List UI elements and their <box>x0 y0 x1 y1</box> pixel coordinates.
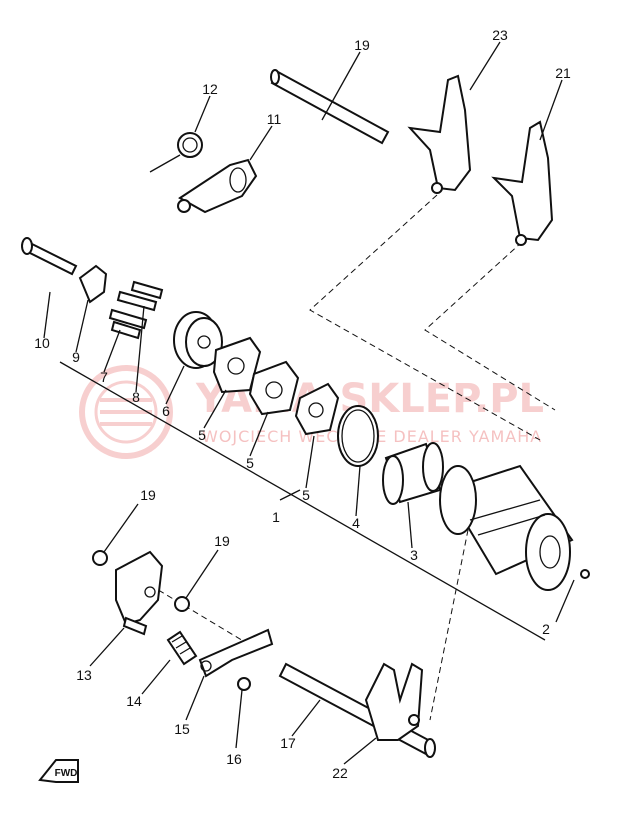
part-14-shift-lever <box>115 550 164 636</box>
part-23-shift-fork <box>407 74 472 194</box>
part-6-plate <box>248 360 300 416</box>
assembly-axis-line <box>59 361 546 641</box>
part-21-shift-fork <box>491 120 554 246</box>
part-9-pins <box>116 280 164 312</box>
part-3-bearing <box>382 442 444 505</box>
part-10-segment <box>78 264 108 304</box>
part-17-circlip <box>237 677 251 691</box>
part-7-drum-segment <box>173 311 223 369</box>
part-22-shift-fork <box>364 662 424 741</box>
part-4-circlip <box>337 405 379 467</box>
callout-22: 22 <box>332 765 348 781</box>
callout-16: 15 <box>174 721 190 737</box>
callout-19-a: 19 <box>140 487 156 503</box>
part-8-pins <box>108 308 148 340</box>
callout-18: 17 <box>280 735 296 751</box>
callout-5-b: 5 <box>302 487 310 503</box>
callout-5-a: 5 <box>198 427 206 443</box>
callout-17: 16 <box>226 751 242 767</box>
callout-11: 10 <box>34 335 50 351</box>
callout-20: 19 <box>354 37 370 53</box>
callout-4: 4 <box>352 515 360 531</box>
callout-13: 12 <box>202 81 218 97</box>
callouts: 19 23 21 12 11 10 9 7 8 6 5 5 5 1 4 3 2 … <box>34 27 571 781</box>
fwd-label: FWD <box>55 768 78 779</box>
part-19-circlip-a <box>92 550 108 566</box>
guide-line-fork-23 <box>309 194 541 441</box>
part-2-pin <box>580 569 590 579</box>
callout-7: 6 <box>162 403 170 419</box>
callout-3: 3 <box>410 547 418 563</box>
callout-8: 7 <box>100 369 108 385</box>
callout-21: 21 <box>555 65 571 81</box>
guide-line-shift-lever <box>149 584 251 646</box>
part-19-circlip-b <box>174 596 190 612</box>
callout-23: 23 <box>492 27 508 43</box>
callout-6: 5 <box>246 455 254 471</box>
part-13-spring <box>149 132 203 173</box>
part-11-bolt <box>21 237 78 276</box>
part-20-guide-bar <box>270 69 390 145</box>
callout-12: 11 <box>267 111 282 127</box>
guide-line-drum-pin <box>429 519 471 721</box>
part-12-stopper-lever <box>177 158 258 214</box>
callout-14: 13 <box>76 667 92 683</box>
callout-15: 14 <box>126 693 142 709</box>
part-1-shift-drum <box>439 464 574 591</box>
part-15-spring <box>166 630 198 666</box>
callout-19-b: 19 <box>214 533 230 549</box>
callout-10: 9 <box>72 349 80 365</box>
watermark-logo <box>79 365 173 459</box>
part-16-lever <box>198 628 274 678</box>
guide-line-fork-21 <box>424 241 556 411</box>
part-5-plate-b <box>294 382 340 436</box>
callout-1: 1 <box>272 509 280 525</box>
fwd-arrow-icon: FWD <box>38 759 79 783</box>
leader-lines <box>43 41 575 765</box>
callout-2: 2 <box>542 621 550 637</box>
callout-9: 8 <box>132 389 140 405</box>
